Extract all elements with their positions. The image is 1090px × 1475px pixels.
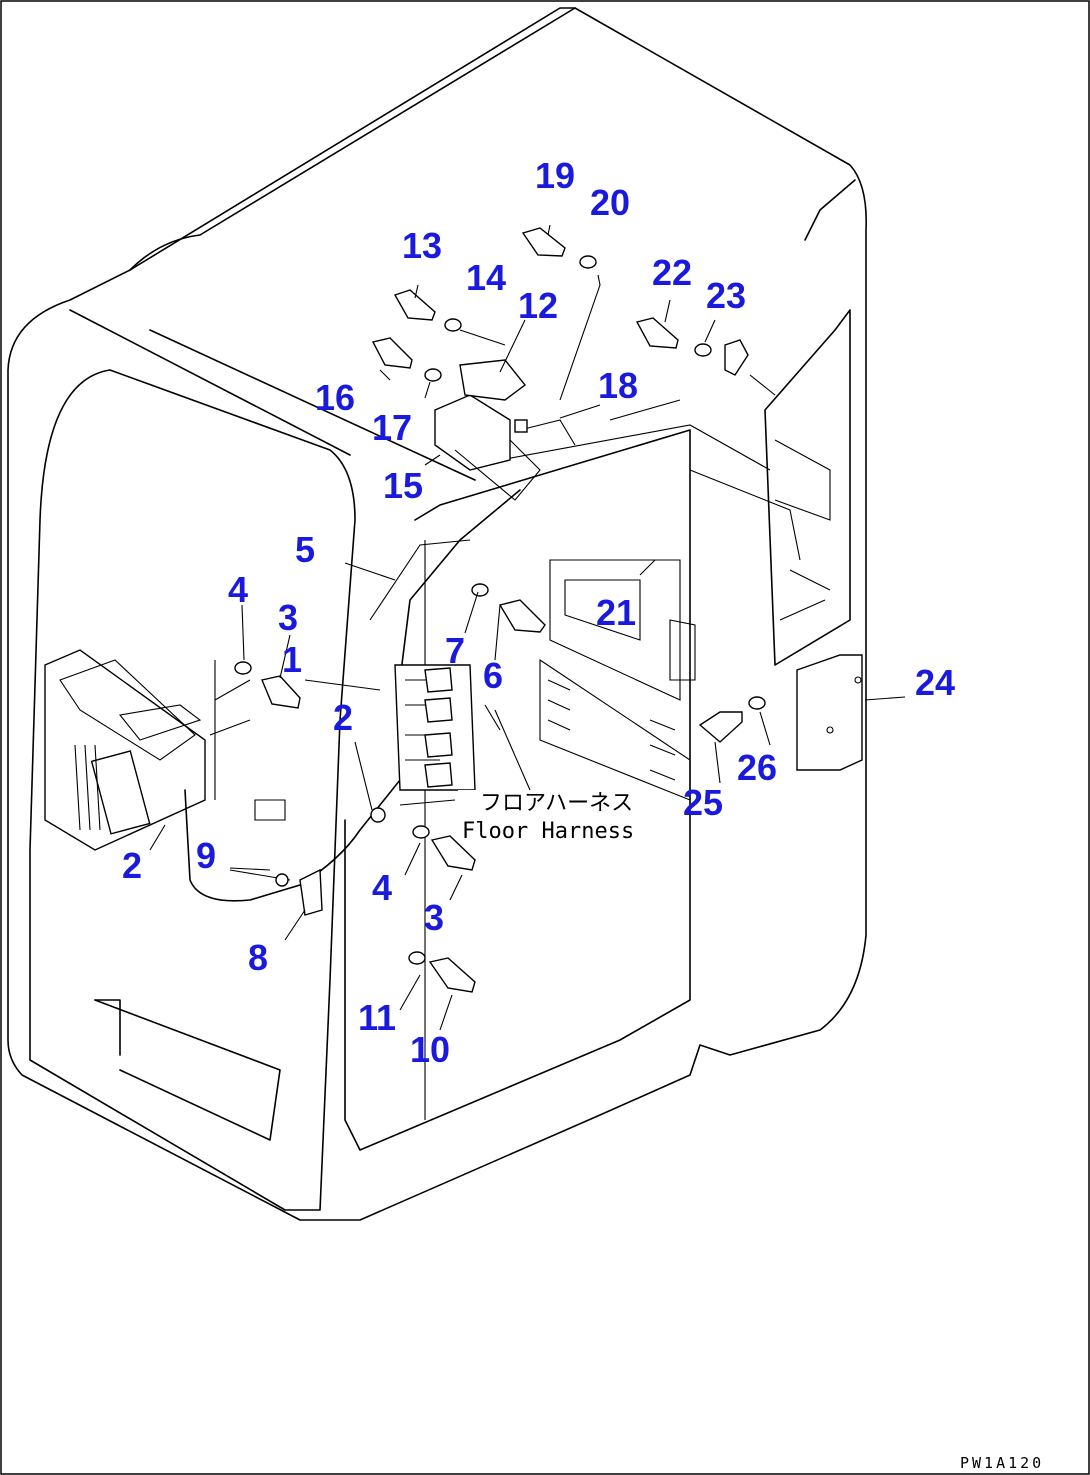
callout-4: 4 xyxy=(372,867,392,908)
callout-25: 25 xyxy=(683,782,723,823)
callout-2: 2 xyxy=(333,697,353,738)
callout-20: 20 xyxy=(590,182,630,223)
leader-lines xyxy=(149,224,906,1031)
callout-14: 14 xyxy=(466,257,506,298)
callout-17: 17 xyxy=(372,407,412,448)
callout-26: 26 xyxy=(737,747,777,788)
callout-24: 24 xyxy=(915,662,955,703)
callout-23: 23 xyxy=(706,275,746,316)
callout-21: 21 xyxy=(596,592,636,633)
callout-3: 3 xyxy=(424,897,444,938)
callout-19: 19 xyxy=(535,155,575,196)
callout-4: 4 xyxy=(228,569,248,610)
fasteners xyxy=(234,227,863,993)
callout-8: 8 xyxy=(248,937,268,978)
callout-18: 18 xyxy=(598,365,638,406)
callout-22: 22 xyxy=(652,252,692,293)
callout-15: 15 xyxy=(383,465,423,506)
callout-1: 1 xyxy=(282,639,302,680)
callout-10: 10 xyxy=(410,1029,450,1070)
callout-12: 12 xyxy=(518,285,558,326)
callout-5: 5 xyxy=(295,529,315,570)
floor-harness xyxy=(184,489,521,916)
callout-7: 7 xyxy=(445,630,465,671)
cab-outline xyxy=(7,7,867,1221)
harness-label-jp: フロアハーネス xyxy=(480,791,633,816)
callout-6: 6 xyxy=(483,655,503,696)
callout-3: 3 xyxy=(278,597,298,638)
heater-unit xyxy=(44,649,251,851)
drawing-code: PW1A120 xyxy=(960,1454,1044,1472)
callout-2: 2 xyxy=(122,845,142,886)
callout-16: 16 xyxy=(315,377,355,418)
callout-11: 11 xyxy=(358,997,396,1038)
callout-9: 9 xyxy=(196,835,216,876)
callout-labels: 1 2 2 3 3 4 4 5 6 7 8 9 10 11 12 13 14 1… xyxy=(122,155,955,1070)
harness-label-en: Floor Harness xyxy=(462,819,634,844)
controller-bracket xyxy=(434,359,576,501)
callout-13: 13 xyxy=(402,225,442,266)
